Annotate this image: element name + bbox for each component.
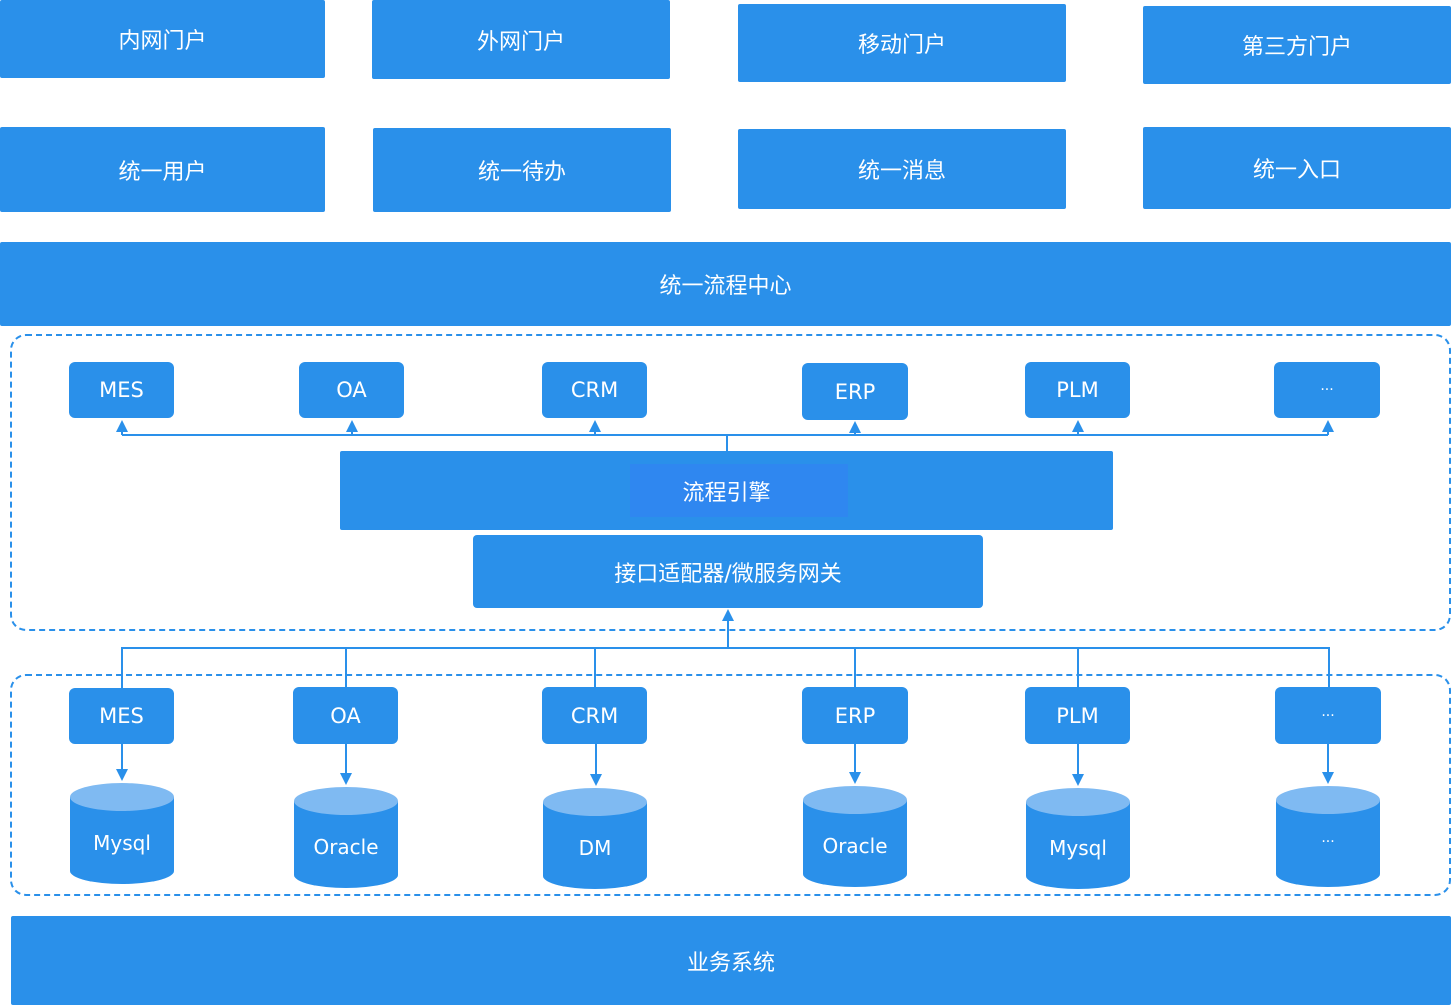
database-label: ··· bbox=[1321, 834, 1335, 850]
process-engine-label: 流程引擎 bbox=[682, 480, 771, 506]
database-icon bbox=[543, 788, 647, 889]
system-to-database-connectors bbox=[121, 744, 1329, 776]
arrow-down-icon bbox=[590, 774, 602, 786]
business-system-band[interactable]: 业务系统 bbox=[11, 916, 1451, 1005]
arrow-up-icon bbox=[849, 421, 861, 433]
target-system-plm[interactable]: PLM bbox=[1025, 362, 1130, 418]
database-dm[interactable]: DM bbox=[542, 786, 648, 890]
arrow-up-icon bbox=[1072, 420, 1084, 432]
arrow-up-icon bbox=[589, 420, 601, 432]
database-oracle-2[interactable]: Oracle bbox=[802, 784, 908, 888]
database-label: Mysql bbox=[93, 831, 151, 855]
target-system-crm[interactable]: CRM bbox=[542, 362, 647, 418]
business-system-more[interactable]: ··· bbox=[1275, 687, 1381, 744]
database-icon bbox=[294, 787, 398, 888]
arrow-down-icon bbox=[849, 772, 861, 784]
portal-extranet[interactable]: 外网门户 bbox=[372, 0, 670, 79]
unified-message[interactable]: 统一消息 bbox=[738, 129, 1066, 209]
target-system-erp[interactable]: ERP bbox=[802, 363, 908, 420]
arrow-down-icon bbox=[116, 769, 128, 781]
arrow-up-icon bbox=[722, 609, 734, 621]
database-label: Oracle bbox=[822, 834, 888, 858]
database-label: Oracle bbox=[313, 835, 379, 859]
target-system-oa[interactable]: OA bbox=[299, 362, 404, 418]
business-system-plm[interactable]: PLM bbox=[1025, 687, 1130, 744]
business-system-oa[interactable]: OA bbox=[293, 687, 398, 744]
database-label: DM bbox=[578, 836, 612, 860]
portal-intranet[interactable]: 内网门户 bbox=[0, 0, 325, 78]
database-oracle[interactable]: Oracle bbox=[293, 785, 399, 889]
arrow-down-icon bbox=[340, 773, 352, 785]
target-system-more[interactable]: ··· bbox=[1274, 362, 1380, 418]
unified-entry[interactable]: 统一入口 bbox=[1143, 127, 1451, 209]
business-system-crm[interactable]: CRM bbox=[542, 687, 647, 744]
database-icon bbox=[1276, 786, 1380, 887]
database-icon bbox=[803, 786, 907, 887]
portal-third-party[interactable]: 第三方门户 bbox=[1143, 6, 1451, 84]
business-system-erp[interactable]: ERP bbox=[802, 687, 908, 744]
arrow-up-icon bbox=[346, 420, 358, 432]
database-mysql-2[interactable]: Mysql bbox=[1025, 786, 1131, 890]
arrow-up-icon bbox=[1322, 420, 1334, 432]
database-icon bbox=[1026, 788, 1130, 889]
arrow-up-icon bbox=[116, 420, 128, 432]
engine-layer-container bbox=[10, 334, 1451, 631]
database-icon bbox=[70, 783, 174, 884]
business-system-mes[interactable]: MES bbox=[69, 688, 174, 744]
business-to-gateway-connector bbox=[121, 618, 1330, 688]
target-system-mes[interactable]: MES bbox=[69, 362, 174, 418]
unified-user[interactable]: 统一用户 bbox=[0, 127, 325, 212]
database-more[interactable]: ··· bbox=[1275, 784, 1381, 888]
unified-todo[interactable]: 统一待办 bbox=[373, 128, 671, 212]
database-mysql[interactable]: Mysql bbox=[69, 781, 175, 885]
process-engine[interactable]: 流程引擎 bbox=[340, 451, 1113, 530]
gateway[interactable]: 接口适配器/微服务网关 bbox=[473, 535, 983, 608]
business-layer-container bbox=[10, 674, 1451, 896]
arrow-down-icon bbox=[1322, 772, 1334, 784]
arrow-down-icon bbox=[1072, 774, 1084, 786]
engine-highlight bbox=[630, 464, 848, 517]
portal-mobile[interactable]: 移动门户 bbox=[738, 4, 1066, 82]
engine-to-targets-connector bbox=[121, 428, 1329, 451]
process-center[interactable]: 统一流程中心 bbox=[0, 242, 1451, 326]
database-label: Mysql bbox=[1049, 836, 1107, 860]
